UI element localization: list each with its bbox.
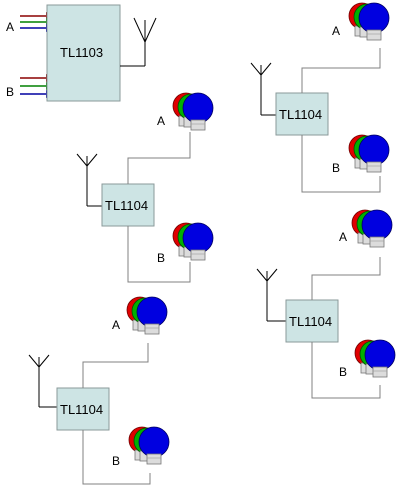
receiver-1-antenna-icon xyxy=(76,153,98,183)
receiver-2-rgb-bulb-a-icon xyxy=(349,3,389,40)
transmitter-input-a-label: A xyxy=(6,20,14,34)
receiver-1-group: TL1104 A B xyxy=(76,93,213,283)
receiver-1-wire-b xyxy=(127,226,191,283)
receiver-2-antenna-icon xyxy=(250,62,272,92)
receiver-1-rgb-bulb-b-icon xyxy=(173,223,213,260)
receiver-4-wire-a xyxy=(82,343,149,388)
receiver-1-rgb-bulb-a-icon xyxy=(173,93,213,130)
receiver-4-group: TL1104 A B xyxy=(28,297,169,485)
receiver-4-label: TL1104 xyxy=(60,402,103,417)
receiver-1-label: TL1104 xyxy=(105,198,148,213)
transmitter-antenna-icon xyxy=(133,17,157,43)
receiver-4-antenna-icon xyxy=(28,354,50,384)
receiver-4-rgb-bulb-a-icon xyxy=(127,297,167,334)
transmitter-group: A B TL1103 xyxy=(6,4,157,102)
receiver-4-rgb-bulb-b-icon xyxy=(129,427,169,464)
tl1103-transmitter-box xyxy=(46,4,121,102)
tl1103-label: TL1103 xyxy=(60,45,103,60)
receiver-3-rgb-bulb-a-icon xyxy=(352,210,392,247)
receiver-2-output-a-label: A xyxy=(332,24,340,38)
receiver-1-box xyxy=(101,183,155,227)
receiver-3-group: TL1104 A B xyxy=(256,210,395,399)
receiver-2-box xyxy=(275,92,329,136)
receiver-4-output-b-label: B xyxy=(112,454,120,468)
receiver-3-label: TL1104 xyxy=(289,314,332,329)
transmitter-input-b-label: B xyxy=(6,85,14,99)
receiver-3-rgb-bulb-b-icon xyxy=(355,340,395,377)
receiver-1-wire-a xyxy=(127,132,191,184)
receiver-2-wire-a xyxy=(301,48,381,93)
receiver-3-output-b-label: B xyxy=(339,365,347,379)
receiver-3-antenna-icon xyxy=(256,268,278,298)
receiver-3-output-a-label: A xyxy=(339,230,347,244)
receiver-4-output-a-label: A xyxy=(112,318,120,332)
receiver-2-label: TL1104 xyxy=(279,107,322,122)
receiver-4-box xyxy=(56,387,110,431)
receiver-3-box xyxy=(285,299,339,343)
receiver-4-wire-b xyxy=(82,430,151,485)
receiver-2-rgb-bulb-b-icon xyxy=(349,135,389,172)
receiver-2-wire-b xyxy=(301,135,381,193)
receiver-2-group: TL1104 A B xyxy=(250,3,389,193)
receiver-1-output-b-label: B xyxy=(157,251,165,265)
receiver-3-wire-b xyxy=(311,342,381,399)
receiver-1-output-a-label: A xyxy=(157,114,165,128)
receiver-2-output-b-label: B xyxy=(332,161,340,175)
receiver-3-wire-a xyxy=(311,257,381,300)
